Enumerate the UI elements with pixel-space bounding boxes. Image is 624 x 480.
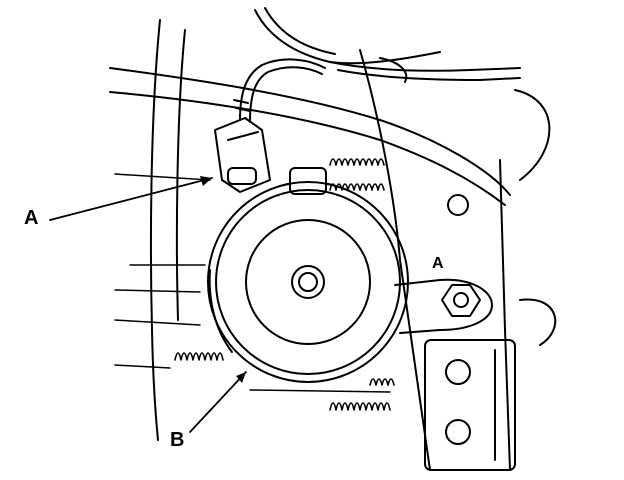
leader-lines [49,176,247,433]
corrugated-fins [174,158,395,411]
left-frame-member [149,19,186,441]
reference-lines [114,173,391,393]
horn-connector [214,58,326,193]
horn-terminal [289,167,327,195]
callout-a: A [24,207,39,229]
arrowhead-b-icon [236,372,246,383]
diagonal-bar [109,67,511,206]
wire-harness-upper [254,7,521,83]
callout-b: B [170,429,185,451]
callout-bolt: A [432,255,444,272]
leader-line-a [49,177,213,221]
arrowhead-a-icon [200,176,212,186]
mounting-bolt-icon [441,284,481,317]
leader-line-b [189,371,247,433]
horn-body [207,167,409,383]
horn-bracket [394,278,493,334]
